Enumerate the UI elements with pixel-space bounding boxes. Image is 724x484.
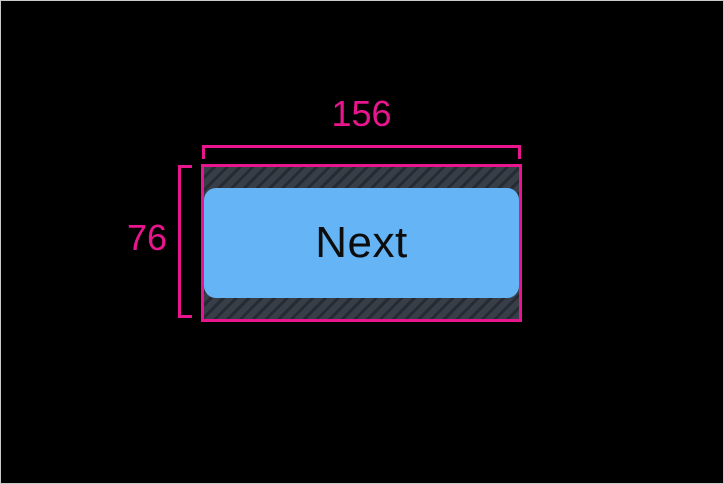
height-dimension-bracket — [178, 165, 192, 318]
height-dimension-label: 76 — [126, 217, 167, 258]
width-dimension-label: 156 — [331, 93, 392, 134]
width-dimension-bracket — [202, 145, 521, 159]
next-button[interactable]: Next — [204, 188, 519, 298]
padding-hatch-area: Next — [204, 167, 519, 319]
selection-bounds: Next — [201, 164, 522, 322]
